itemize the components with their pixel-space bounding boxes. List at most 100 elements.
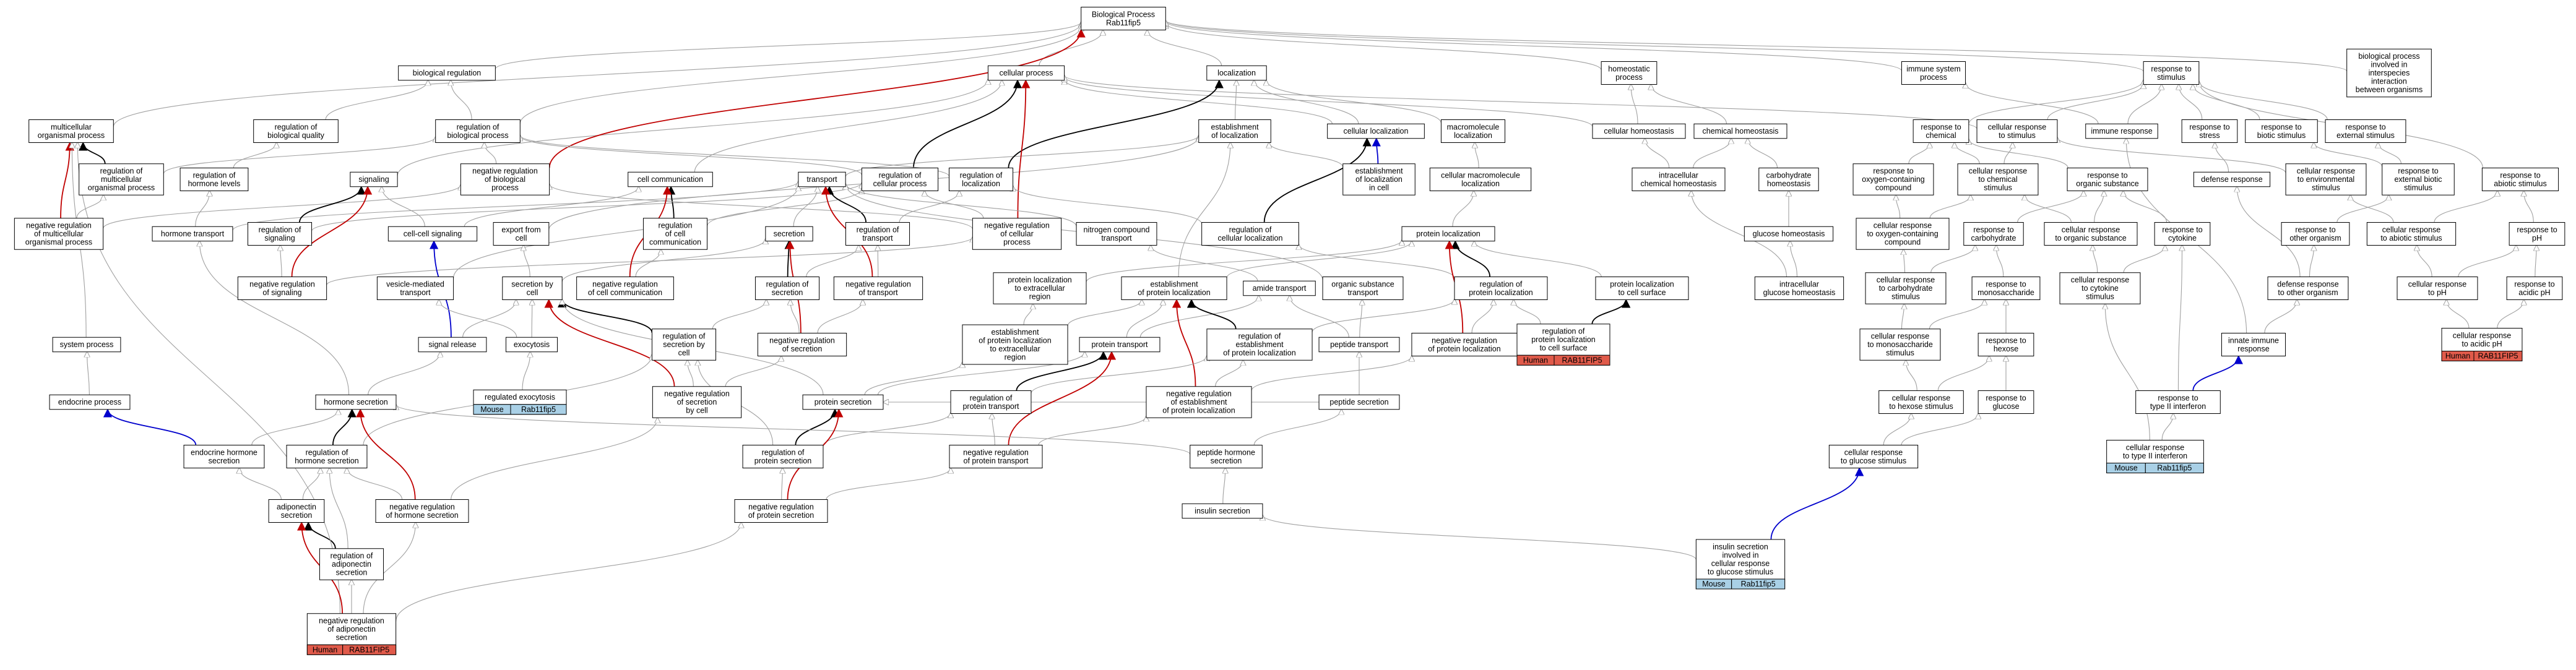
- go-term-node-exocytosis[interactable]: exocytosis: [506, 337, 558, 353]
- go-term-node-peptide-secretion[interactable]: peptide secretion: [1318, 394, 1400, 410]
- go-term-node-secretion[interactable]: secretion: [765, 226, 813, 242]
- go-term-node-cellular-homeostasis[interactable]: cellular homeostasis: [1592, 123, 1686, 139]
- go-term-node-immune-response[interactable]: immune response: [2085, 123, 2158, 139]
- go-term-node-defense-response[interactable]: defense response: [2193, 171, 2271, 187]
- go-term-node-protein-secretion[interactable]: protein secretion: [802, 394, 884, 410]
- go-term-node-signaling[interactable]: signaling: [350, 171, 398, 187]
- go-term-node-system-process[interactable]: system process: [52, 337, 121, 353]
- go-term-node-amide-transport[interactable]: amide transport: [1243, 280, 1316, 296]
- go-term-node-protein-transport[interactable]: protein transport: [1079, 337, 1160, 353]
- go-term-node-hormone-transport[interactable]: hormone transport: [152, 226, 233, 242]
- go-term-node-localization[interactable]: localization: [1206, 65, 1267, 81]
- go-term-node-cellular-localization[interactable]: cellular localization: [1327, 123, 1425, 139]
- go-term-node-peptide-transport[interactable]: peptide transport: [1318, 337, 1400, 353]
- go-term-node-cell-communication[interactable]: cell communication: [628, 171, 713, 187]
- go-term-node-insulin-secretion[interactable]: insulin secretion: [1182, 503, 1263, 519]
- go-term-node-glucose-homeostasis[interactable]: glucose homeostasis: [1744, 226, 1834, 242]
- go-term-node-hormone-secretion[interactable]: hormone secretion: [315, 394, 397, 410]
- go-term-node-endocrine-process[interactable]: endocrine process: [49, 394, 131, 410]
- go-term-node-biological-regulation[interactable]: biological regulation: [398, 65, 496, 81]
